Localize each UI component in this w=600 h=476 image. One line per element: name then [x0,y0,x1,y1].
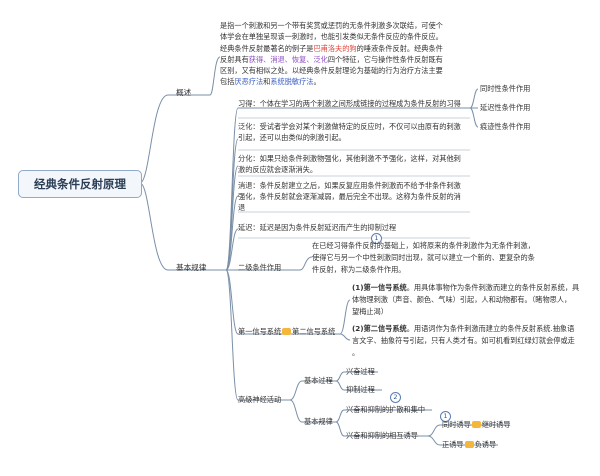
overview-line-3: 经典条件反射最著名的例子是巴甫洛夫的狗的唾液条件反射。经典条件 [220,43,443,53]
neural-process-label[interactable]: 基本过程 [304,376,333,385]
overview-line-1: 是指一个刺激和另一个带有奖赏或惩罚的无条件刺激多次联结，可使个 [220,21,443,30]
extinction-line-1[interactable]: 消退：条件反射建立之后，如果反复应用条件刺激而不给予非条件刺激 [238,181,461,190]
signal-first-line-1: (1)第一信号系统。用具体事物作为条件刺激而建立的条件反射系统，具 [352,283,580,292]
extinction-line-3: 退 [238,203,246,212]
second-order-badge[interactable]: 1 [371,233,382,244]
second-order-line-2: 使得它与另一个中性刺激同时出现，就可以建立一个新的、更复杂的条 [312,253,535,262]
differentiate-line-2: 激的反应就会逐渐消失。 [238,165,318,174]
neural-positive[interactable]: 正诱导负诱导 [442,440,497,449]
second-order-line-1: 在已经习得条件反射的基础上，如将原来的条件刺激作为无条件刺激， [312,241,535,250]
root-label: 经典条件反射原理 [34,177,126,191]
neural-mutual[interactable]: 兴奋和抑制的相互诱导 [346,431,418,440]
highlight-desensitization: 系统脱敏疗法 [270,77,314,87]
signal-second-line-3: 。 [352,348,360,357]
highlight-features: 获得、消退、恢复、泛化 [248,54,328,64]
acquire-text[interactable]: 习得：个体在学习的两个刺激之间形成链接的过程成为条件反射的习得 [238,99,461,108]
neural-label[interactable]: 高级神经活动 [238,395,282,404]
extinction-line-2: 强化，条件反射就会逐渐减弱，最后完全不出现。这称为条件反射的消 [238,192,461,201]
signal-first-line-2: 体物理刺激（声音、颜色、气味）引起，人和动物都有。（睹物思人， [352,295,572,304]
delay-text[interactable]: 延迟：延迟是因为条件反射延迟而产生的抑制过程 [238,223,397,232]
second-order-label[interactable]: 二级条件作用 [238,263,282,272]
overview-text: 是指一个刺激和另一个带有奖赏或惩罚的无条件刺激多次联结，可使个 体学会在单独呈现… [220,20,470,88]
link-icon [464,441,474,448]
signal-first-line-3: 望梅止渴） [352,307,388,316]
neural-process-badge[interactable]: 2 [390,392,401,403]
highlight-aversion: 厌恶疗法 [234,77,264,87]
overview-line-2: 体学会在单独呈现该一刺激时，也能引发类似无条件反应的条件反应。 [220,32,443,42]
acquire-sub-simultaneous[interactable]: 同时性条件作用 [480,84,531,93]
overview-line-6: 包括厌恶疗法和系统脱敏疗法。 [220,77,321,87]
acquire-sub-trace[interactable]: 痕迹性条件作用 [480,122,531,131]
signal-label[interactable]: 第一信号系统第二信号系统 [238,327,336,336]
neural-excite[interactable]: 兴奋过程 [346,367,375,376]
generalize-line-1[interactable]: 泛化：受试者学会对某个刺激做特定的反应时，不仅可以由原有的刺激 [238,122,461,131]
neural-spread-badge[interactable]: 1 [440,411,451,422]
second-order-line-3: 件反射，称为二级条件作用。 [312,265,406,274]
neural-law-label[interactable]: 基本规律 [304,417,333,426]
neural-spread[interactable]: 兴奋和抑制的扩散和集中 [346,405,426,414]
signal-second-line-2: 言文字、抽象符号引起，只有人类才有。如可机看到红绿灯就会停或走 [352,336,575,345]
signal-second-line-1: (2)第二信号系统。用语词作为条件刺激而建立的条件反射系统.抽象语 [352,324,575,333]
overview-line-4: 反射具有获得、消退、恢复、泛化四个特征，它与操作性条件反射既有 [220,54,443,64]
root-node[interactable]: 经典条件反射原理 [18,170,142,198]
generalize-line-2: 引起，还可以由类似的刺激引起。 [238,133,346,142]
overview-label[interactable]: 概述 [176,88,192,97]
neural-simultaneous[interactable]: 同时诱导继时诱导 [442,420,511,429]
overview-line-5: 区别，又有相似之处。以经典条件反射理论为基础的行为治疗方法主要 [220,66,443,76]
acquire-sub-delayed[interactable]: 延迟性条件作用 [480,103,531,112]
link-icon [471,421,481,428]
neural-inhibit[interactable]: 抑制过程 [346,385,375,394]
basic-label[interactable]: 基本规律 [176,263,207,272]
differentiate-line-1[interactable]: 分化：如果只给条件刺激物强化，其他刺激不予强化，这样，对其他刺 [238,154,461,163]
highlight-pavlov: 巴甫洛夫的狗 [313,43,357,53]
link-icon [282,328,292,335]
